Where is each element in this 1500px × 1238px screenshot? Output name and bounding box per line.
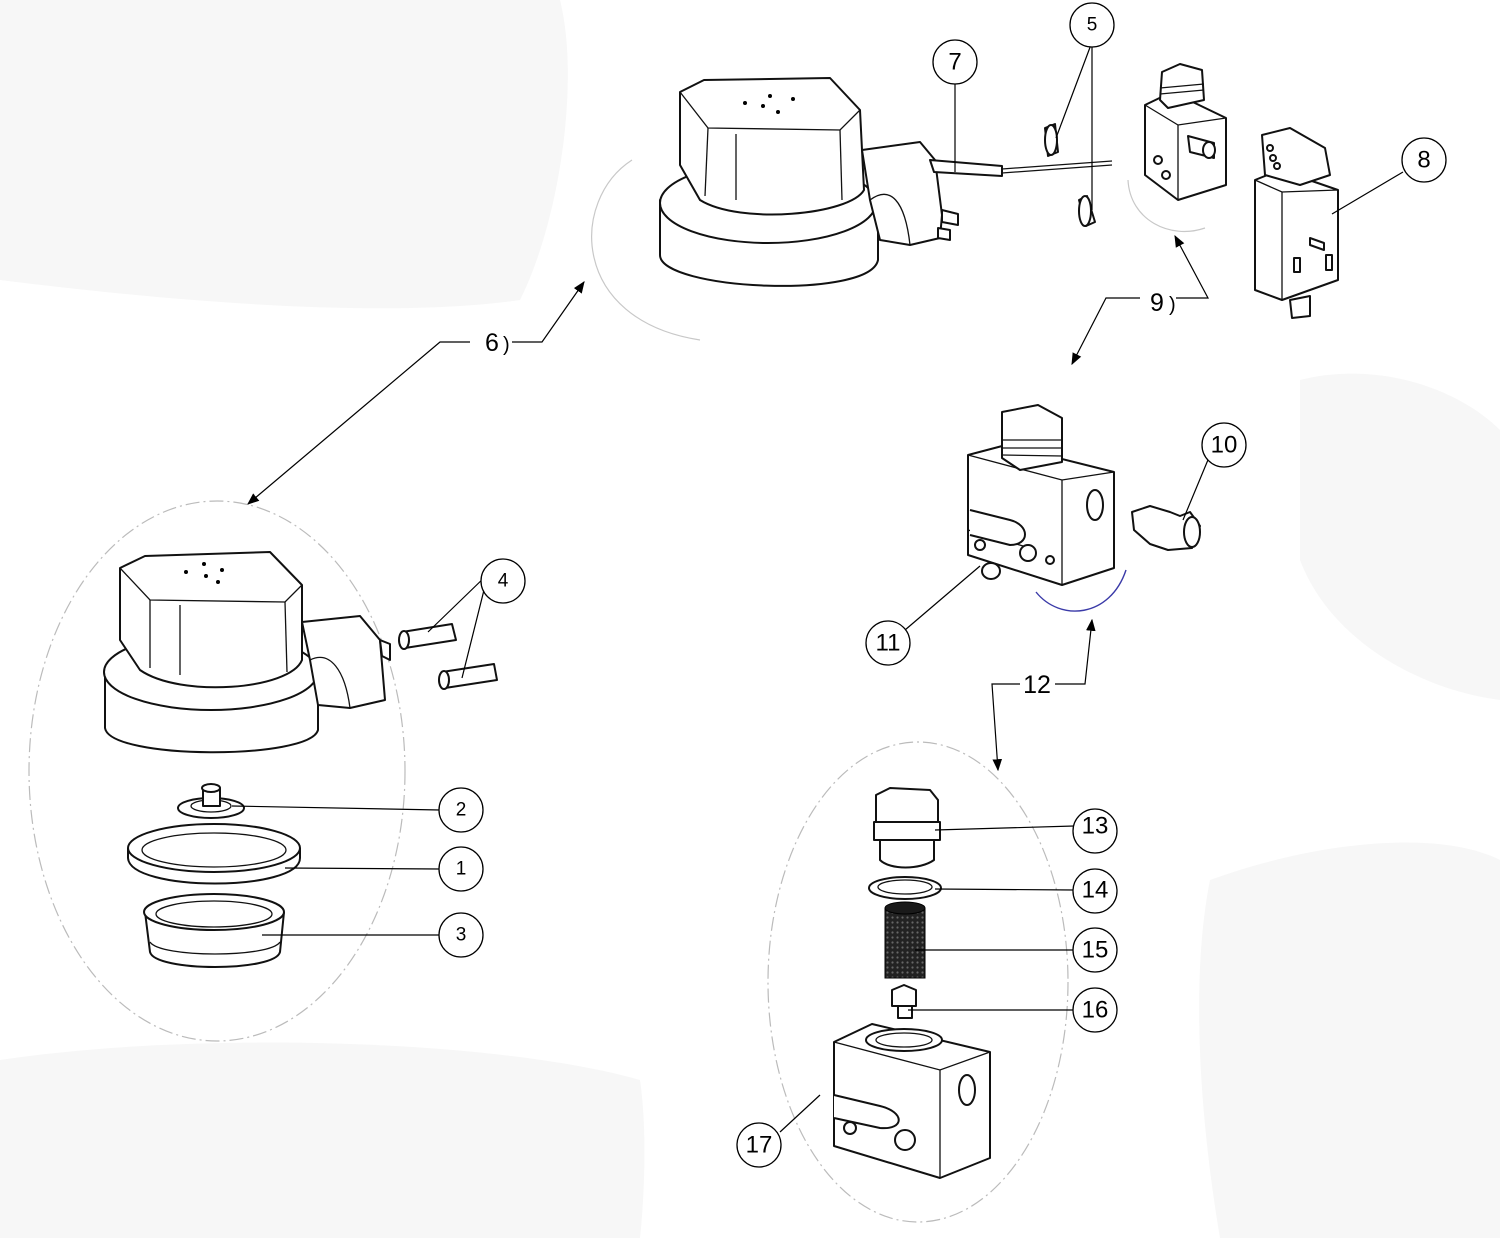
diaphragm-part [177,783,245,819]
mesh-screen [884,907,926,979]
balloon-label: 7 [948,49,961,76]
balloon-label: 3 [456,925,467,946]
detail-arc-valve [1127,179,1206,232]
solenoid-part [1254,127,1339,319]
balloon-label: 8 [1417,147,1430,174]
seal-ring-part [127,823,301,885]
top-housing-assembly [659,77,1113,287]
balloon-13: 13 [1072,808,1118,854]
filter-cup-part [143,893,285,968]
balloon-label: 15 [1082,937,1109,964]
balloon-8: 8 [1401,137,1447,183]
detail-ref-label: 12 [1023,671,1051,699]
balloon-10: 10 [1201,422,1247,468]
leader-lines [231,41,1404,1133]
balloon-5: 5 [1069,2,1115,48]
detail-ref-6: 6 ) [485,329,510,357]
detail-arc-blue [1035,569,1127,612]
valve-block-assembly [967,404,1201,586]
balloon-15: 15 [1072,927,1118,973]
balloon-label: 16 [1082,997,1109,1024]
detail-ref-9: 9 ) [1150,289,1176,317]
detail-ref-label: 6 [485,329,499,357]
balloon-1: 1 [438,846,484,892]
balloon-11: 11 [865,620,911,666]
detail-ref-12: 12 [1023,671,1051,699]
left-housing-assembly [103,551,391,754]
detail-ref-paren: ) [1169,294,1176,316]
detail-ring-bottom [767,741,1069,1223]
balloon-7: 7 [932,39,978,85]
balloon-label: 17 [746,1132,773,1159]
balloon-label: 5 [1087,15,1098,36]
balloon-label: 10 [1211,432,1238,459]
balloon-label: 4 [498,571,509,592]
dowel-pins [398,623,498,690]
balloon-label: 11 [876,630,901,657]
balloon-4: 4 [480,558,526,604]
small-valve-block [1144,63,1227,201]
bottom-detail-assembly [833,787,991,1179]
balloon-label: 13 [1082,813,1109,840]
balloon-2: 2 [438,787,484,833]
washer-pair [1044,123,1096,227]
detail-ref-label: 9 [1150,289,1164,317]
balloon-label: 14 [1082,877,1109,904]
detail-arc-top [591,159,701,341]
detail-ref-paren: ) [503,334,510,356]
balloon-3: 3 [438,912,484,958]
balloon-16: 16 [1072,987,1118,1033]
balloon-17: 17 [736,1122,782,1168]
detail-ring-left [28,500,406,1042]
balloon-label: 2 [456,800,467,821]
balloon-14: 14 [1072,868,1118,914]
balloon-label: 1 [456,859,467,880]
